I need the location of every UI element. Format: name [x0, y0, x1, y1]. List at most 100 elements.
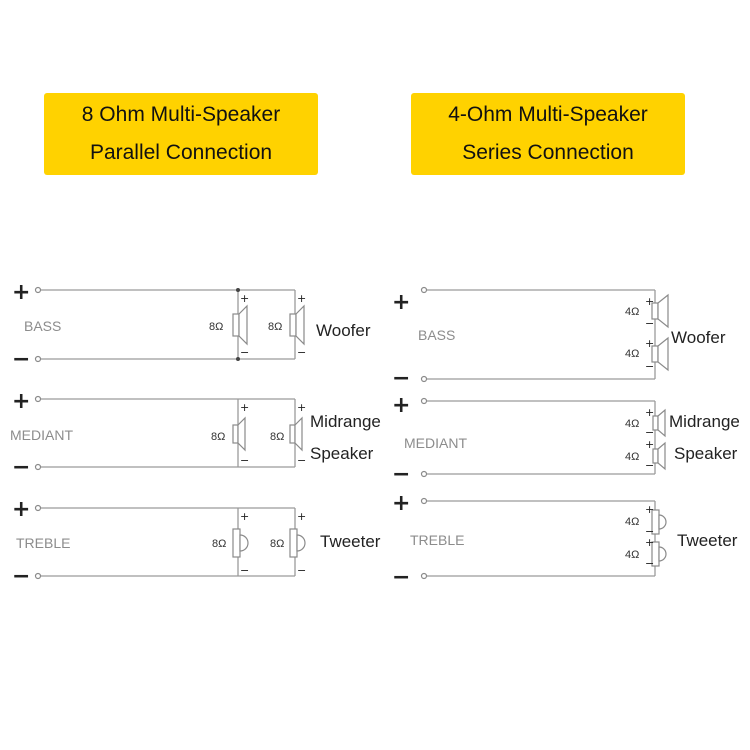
polarity-plus: +: [297, 510, 306, 523]
parallel-mediant-circuit: + − MEDIANT 8Ω + − 8Ω + − Midrange Speak…: [10, 389, 381, 480]
terminal-negative: [34, 463, 42, 471]
minus-symbol: −: [392, 462, 410, 487]
midrange-speaker-icon: [652, 441, 666, 471]
series-mediant-circuit: + − MEDIANT 4Ω + − 4Ω + − Midrange Speak…: [392, 393, 740, 487]
minus-symbol: −: [12, 347, 30, 372]
channel-label-mediant: MEDIANT: [10, 427, 73, 443]
impedance-label: 4Ω: [625, 516, 639, 528]
impedance-label: 8Ω: [268, 321, 282, 333]
polarity-plus: +: [240, 510, 249, 523]
parallel-title-banner: 8 Ohm Multi-Speaker Parallel Connection: [44, 93, 318, 175]
channel-label-treble: TREBLE: [16, 535, 70, 551]
polarity-minus: −: [645, 557, 654, 570]
tweeter-label: Tweeter: [320, 532, 381, 551]
impedance-label: 8Ω: [211, 431, 225, 443]
polarity-plus: +: [645, 295, 654, 308]
series-title-banner: 4-Ohm Multi-Speaker Series Connection: [411, 93, 685, 175]
channel-label-treble: TREBLE: [410, 532, 464, 548]
midrange-speaker-icon: [289, 416, 303, 452]
terminal-positive: [34, 504, 42, 512]
series-title-line1: 4-Ohm Multi-Speaker: [448, 103, 648, 126]
junction-dot: [236, 357, 240, 361]
channel-label-bass: BASS: [24, 318, 61, 334]
polarity-minus: −: [240, 346, 249, 359]
impedance-label: 4Ω: [625, 348, 639, 360]
midrange-speaker-icon: [652, 408, 666, 438]
terminal-positive: [34, 286, 42, 294]
parallel-title-line1: 8 Ohm Multi-Speaker: [81, 103, 281, 126]
woofer-speaker-icon: [651, 293, 669, 329]
minus-symbol: −: [12, 455, 30, 480]
polarity-plus: +: [240, 292, 249, 305]
polarity-minus: −: [645, 426, 654, 439]
impedance-label: 4Ω: [625, 306, 639, 318]
parallel-title-line2: Parallel Connection: [89, 141, 273, 164]
series-treble-circuit: + − TREBLE 4Ω + − 4Ω + − Tweeter: [392, 491, 738, 590]
polarity-minus: −: [297, 454, 306, 467]
series-bass-circuit: + − BASS 4Ω + − 4Ω + − Woofer: [392, 286, 726, 391]
terminal-positive: [420, 497, 428, 505]
terminal-positive: [420, 397, 428, 405]
impedance-label: 4Ω: [625, 418, 639, 430]
plus-symbol: +: [12, 280, 30, 305]
tweeter-speaker-icon: [289, 528, 306, 558]
polarity-minus: −: [645, 317, 654, 330]
polarity-plus: +: [645, 503, 654, 516]
polarity-minus: −: [645, 459, 654, 472]
channel-label-bass: BASS: [418, 327, 455, 343]
terminal-negative: [420, 470, 428, 478]
midrange-label-line1: Midrange: [310, 412, 381, 431]
plus-symbol: +: [12, 497, 30, 522]
polarity-minus: −: [297, 564, 306, 577]
woofer-speaker-icon: [232, 304, 248, 346]
series-title-line2: Series Connection: [462, 141, 634, 164]
plus-symbol: +: [12, 389, 30, 414]
minus-symbol: −: [392, 366, 410, 391]
terminal-negative: [34, 572, 42, 580]
polarity-minus: −: [240, 564, 249, 577]
polarity-plus: +: [645, 438, 654, 451]
terminal-negative: [420, 375, 428, 383]
woofer-label: Woofer: [671, 328, 726, 347]
terminal-positive: [34, 395, 42, 403]
plus-symbol: +: [392, 491, 410, 516]
midrange-speaker-icon: [232, 416, 246, 452]
polarity-plus: +: [645, 536, 654, 549]
midrange-label-line2: Speaker: [310, 444, 374, 463]
tweeter-speaker-icon: [651, 541, 667, 567]
impedance-label: 8Ω: [270, 538, 284, 550]
polarity-plus: +: [297, 292, 306, 305]
polarity-minus: −: [645, 525, 654, 538]
terminal-negative: [34, 355, 42, 363]
junction-dot: [236, 288, 240, 292]
minus-symbol: −: [12, 564, 30, 589]
impedance-label: 8Ω: [270, 431, 284, 443]
polarity-minus: −: [645, 360, 654, 373]
tweeter-speaker-icon: [651, 509, 667, 535]
polarity-minus: −: [297, 346, 306, 359]
polarity-minus: −: [240, 454, 249, 467]
plus-symbol: +: [392, 290, 410, 315]
midrange-label-line1: Midrange: [669, 412, 740, 431]
impedance-label: 8Ω: [212, 538, 226, 550]
woofer-label: Woofer: [316, 321, 371, 340]
terminal-negative: [420, 572, 428, 580]
impedance-label: 4Ω: [625, 451, 639, 463]
polarity-plus: +: [645, 406, 654, 419]
tweeter-label: Tweeter: [677, 531, 738, 550]
impedance-label: 8Ω: [209, 321, 223, 333]
tweeter-speaker-icon: [232, 528, 249, 558]
impedance-label: 4Ω: [625, 549, 639, 561]
plus-symbol: +: [392, 393, 410, 418]
polarity-plus: +: [645, 337, 654, 350]
parallel-treble-circuit: + − TREBLE 8Ω + − 8Ω + − Tweeter: [12, 497, 381, 589]
polarity-plus: +: [297, 401, 306, 414]
channel-label-mediant: MEDIANT: [404, 435, 467, 451]
woofer-speaker-icon: [289, 304, 305, 346]
midrange-label-line2: Speaker: [674, 444, 738, 463]
terminal-positive: [420, 286, 428, 294]
parallel-bass-circuit: + − BASS 8Ω + − 8Ω + − Woofer: [12, 280, 371, 372]
woofer-speaker-icon: [651, 336, 669, 372]
polarity-plus: +: [240, 401, 249, 414]
